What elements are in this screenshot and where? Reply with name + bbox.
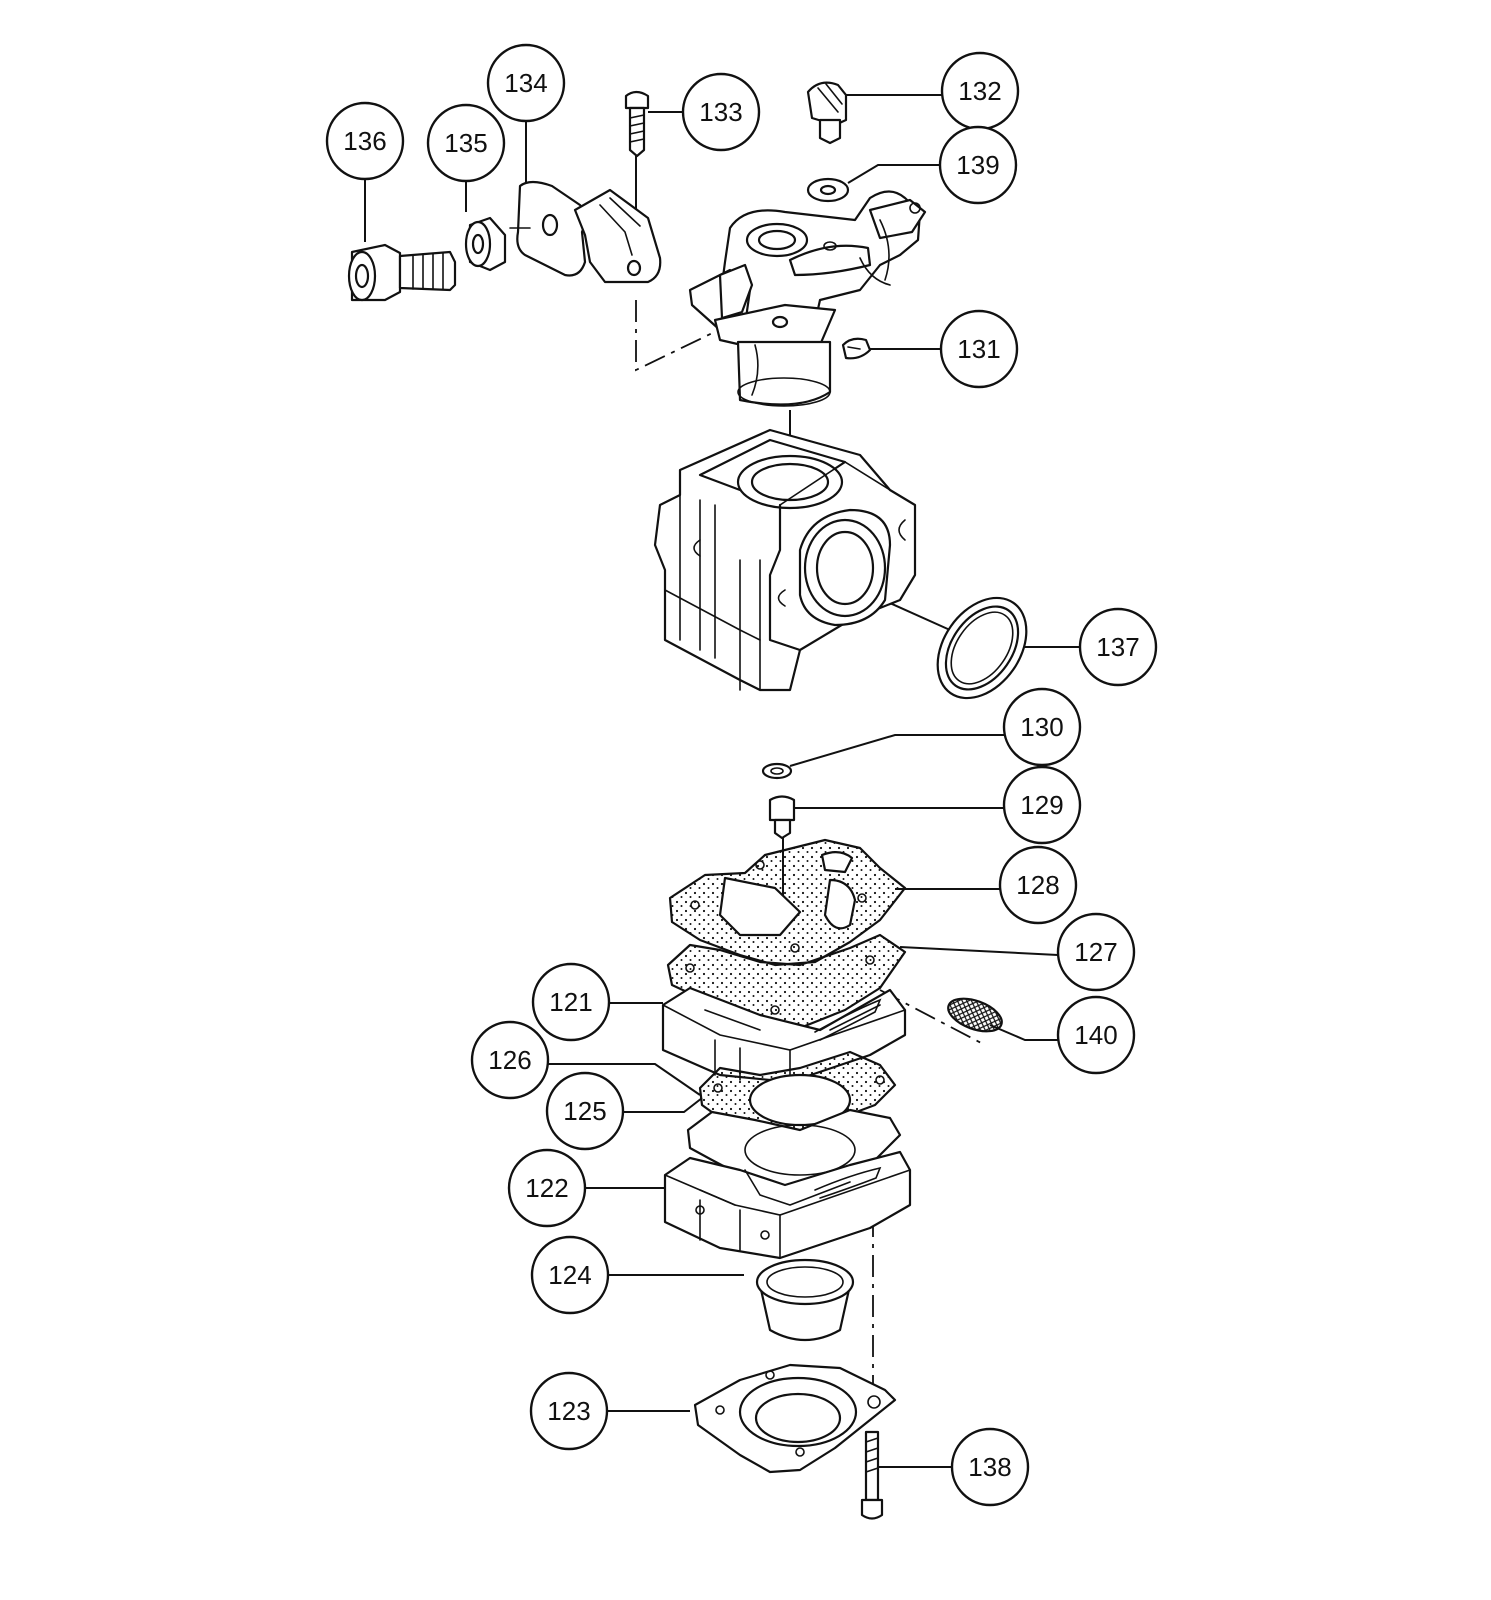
- svg-text:128: 128: [1016, 870, 1059, 900]
- callout-132: 132: [940, 51, 1020, 131]
- svg-text:134: 134: [504, 68, 547, 98]
- callout-129: 129: [1002, 765, 1082, 845]
- svg-text:138: 138: [968, 1452, 1011, 1482]
- part-130-oring: [761, 762, 793, 780]
- throttle-body: [688, 190, 927, 407]
- callout-127: 127: [1056, 912, 1136, 992]
- callout-121: 121: [531, 962, 611, 1042]
- svg-text:125: 125: [563, 1096, 606, 1126]
- svg-text:123: 123: [547, 1396, 590, 1426]
- callout-135: 135: [426, 103, 506, 183]
- svg-text:126: 126: [488, 1045, 531, 1075]
- svg-text:140: 140: [1074, 1020, 1117, 1050]
- part-129-fitting: [768, 795, 796, 840]
- callout-128: 128: [998, 845, 1078, 925]
- part-132-screw: [806, 81, 848, 145]
- part-128-gasket: [668, 838, 907, 967]
- part-124-cup: [755, 1258, 855, 1341]
- callout-139: 139: [938, 125, 1018, 205]
- part-122-cover: [663, 1150, 912, 1260]
- callout-130: 130: [1002, 687, 1082, 767]
- part-134-lever: [509, 180, 662, 284]
- callout-133: 133: [681, 72, 761, 152]
- part-123-plate: [693, 1363, 897, 1474]
- callout-125: 125: [545, 1071, 625, 1151]
- svg-text:130: 130: [1020, 712, 1063, 742]
- svg-text:135: 135: [444, 128, 487, 158]
- part-138-screw: [860, 1430, 884, 1520]
- svg-text:129: 129: [1020, 790, 1063, 820]
- part-137-ring: [936, 596, 1028, 700]
- part-135-washer: [464, 216, 507, 272]
- part-136-fitting: [347, 243, 457, 302]
- callout-124: 124: [530, 1235, 610, 1315]
- carburetor-body: [653, 428, 917, 692]
- part-140-filter: [947, 997, 1003, 1033]
- callout-140: 140: [1056, 995, 1136, 1075]
- callout-134: 134: [486, 43, 566, 123]
- callout-126: 126: [470, 1020, 550, 1100]
- leader-lines: [364, 94, 1080, 1468]
- svg-text:133: 133: [699, 97, 742, 127]
- callout-131: 131: [939, 309, 1019, 389]
- callouts: 136 135 134 133 132 139 131 137: [325, 43, 1158, 1507]
- svg-text:137: 137: [1096, 632, 1139, 662]
- callout-123: 123: [529, 1371, 609, 1451]
- part-139-washer: [806, 177, 850, 203]
- svg-text:124: 124: [548, 1260, 591, 1290]
- svg-text:132: 132: [958, 76, 1001, 106]
- svg-text:127: 127: [1074, 937, 1117, 967]
- svg-text:122: 122: [525, 1173, 568, 1203]
- callout-138: 138: [950, 1427, 1030, 1507]
- part-133-screw: [624, 90, 650, 158]
- callout-136: 136: [325, 101, 405, 181]
- svg-text:131: 131: [957, 334, 1000, 364]
- svg-text:139: 139: [956, 150, 999, 180]
- part-131-clip: [841, 337, 872, 360]
- callout-137: 137: [1078, 607, 1158, 687]
- callout-122: 122: [507, 1148, 587, 1228]
- svg-text:121: 121: [549, 987, 592, 1017]
- svg-text:136: 136: [343, 126, 386, 156]
